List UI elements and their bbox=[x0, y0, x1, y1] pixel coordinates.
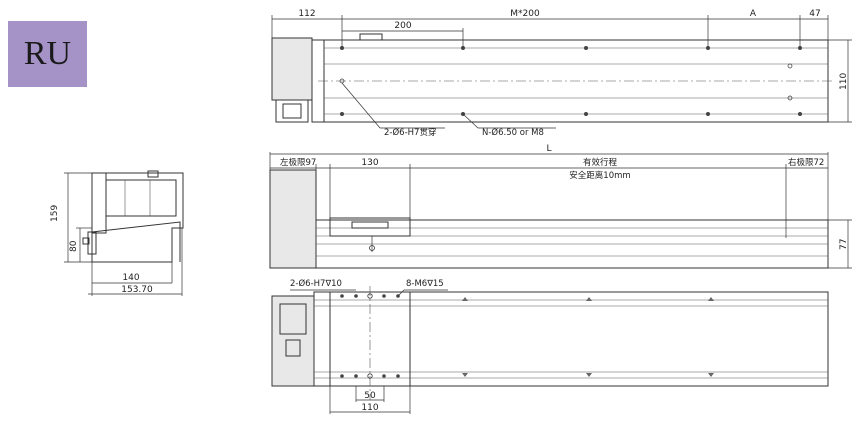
bottom-motor bbox=[271, 295, 315, 387]
side-coupling-block bbox=[105, 179, 177, 217]
front-view: L 左极限97 130 有效行程 安全距离10mm 右极限72 77 bbox=[269, 144, 852, 269]
side-profile-curve bbox=[91, 221, 181, 262]
side-dim-width: 140 bbox=[122, 273, 139, 283]
side-dim-height: 159 bbox=[50, 205, 60, 222]
side-motor-block bbox=[91, 172, 107, 234]
side-dim-outer-width: 153.70 bbox=[121, 285, 153, 295]
top-dim-motor-len: 112 bbox=[298, 9, 315, 19]
top-note-pin-holes: 2-Ø6-H7贯穿 bbox=[384, 127, 436, 138]
series-badge-label: RU bbox=[23, 35, 72, 72]
top-dim-height: 110 bbox=[839, 73, 849, 90]
front-dim-stroke: 有效行程 bbox=[583, 157, 618, 168]
bottom-view: 2-Ø6-H7∇10 8-M6∇15 50 110 bbox=[271, 278, 829, 414]
front-dim-safety: 安全距离10mm bbox=[569, 170, 630, 181]
top-motor bbox=[271, 37, 313, 101]
bottom-dim-outer: 110 bbox=[361, 403, 378, 413]
front-dim-carriage: 130 bbox=[361, 158, 378, 168]
front-dim-total: L bbox=[546, 144, 551, 154]
bottom-note-tapped-holes: 8-M6∇15 bbox=[406, 279, 444, 289]
top-view: 112 200 M*200 A 47 110 2-Ø6-H7贯穿 N-Ø6.50… bbox=[271, 9, 852, 138]
front-dim-height: 77 bbox=[839, 239, 849, 250]
bottom-note-pin-holes: 2-Ø6-H7∇10 bbox=[290, 278, 342, 289]
bottom-rail-body bbox=[313, 291, 829, 387]
front-carriage bbox=[329, 217, 411, 237]
front-dim-right-limit: 右极限72 bbox=[788, 157, 824, 168]
front-dim-left-limit: 左极限97 bbox=[280, 157, 316, 168]
side-dim-center-height: 80 bbox=[69, 240, 79, 252]
top-note-mount-holes: N-Ø6.50 or M8 bbox=[482, 127, 544, 138]
front-motor bbox=[269, 169, 317, 269]
side-view: 159 80 140 153.70 bbox=[50, 170, 184, 296]
top-dim-end-gap: A bbox=[750, 9, 757, 19]
series-badge: RU bbox=[8, 21, 87, 87]
top-dim-first-pitch: 200 bbox=[394, 21, 411, 31]
top-dim-pitch-series: M*200 bbox=[510, 9, 540, 19]
top-dim-end-len: 47 bbox=[809, 9, 820, 19]
bottom-dim-inner: 50 bbox=[364, 391, 376, 401]
